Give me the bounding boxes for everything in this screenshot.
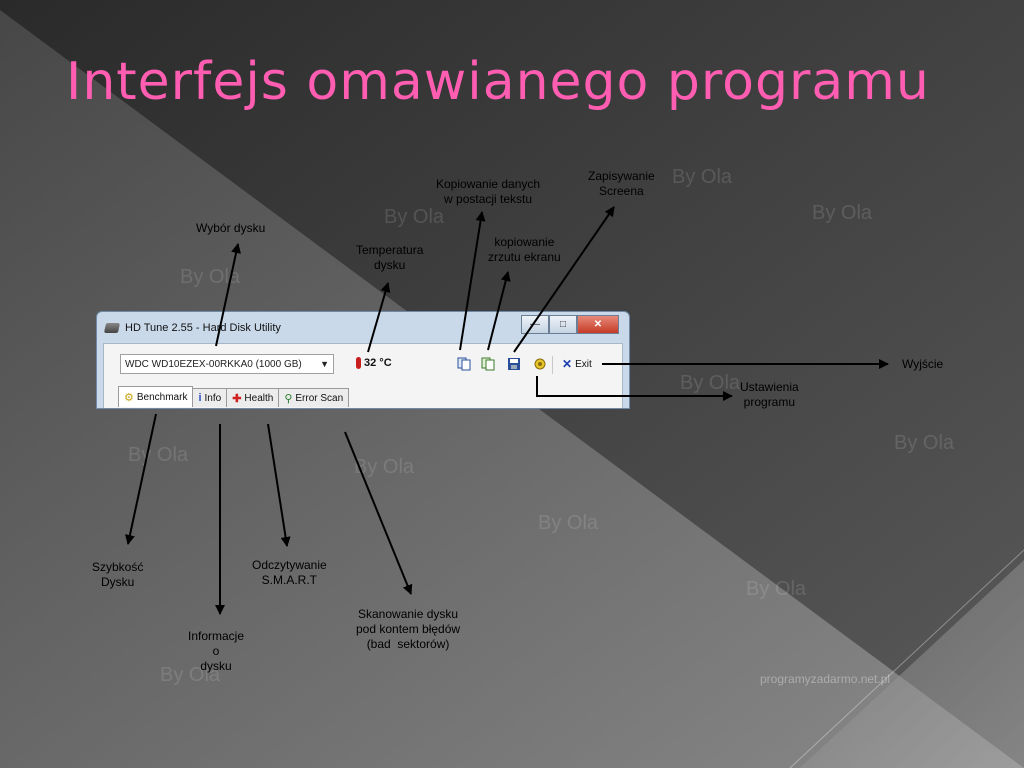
info-icon: i xyxy=(198,392,202,404)
annotation-temperature: Temperatura dysku xyxy=(356,243,424,272)
floppy-disk-icon xyxy=(508,358,520,370)
save-screenshot-button[interactable] xyxy=(506,356,522,372)
annotation-save-screen: Zapisywanie Screena xyxy=(588,169,655,198)
watermark: By Ola xyxy=(128,444,189,466)
drive-select-value: WDC WD10EZEX-00RKKA0 (1000 GB) xyxy=(125,358,302,370)
source-credit: programyzadarmo.net.pl xyxy=(760,672,891,686)
copy-text-icon xyxy=(457,357,471,371)
watermark: By Ola xyxy=(538,512,599,534)
tab-info[interactable]: i Info xyxy=(192,388,228,407)
hard-disk-icon xyxy=(103,323,121,333)
watermark: By Ola xyxy=(180,266,241,288)
maximize-button[interactable]: □ xyxy=(549,315,577,334)
annotation-copy-screen: kopiowanie zrzutu ekranu xyxy=(488,235,561,264)
annotation-exit: Wyjście xyxy=(902,357,944,371)
annotation-smart: Odczytywanie S.M.A.R.T xyxy=(252,558,327,587)
temperature-value: 32 °C xyxy=(364,357,392,369)
window-controls: — □ ✕ xyxy=(521,315,619,334)
watermark: By Ola xyxy=(746,578,807,600)
watermark: By Ola xyxy=(894,432,955,454)
temperature-readout: 32 °C xyxy=(356,357,392,369)
watermark: By Ola xyxy=(384,206,445,228)
exit-button[interactable]: ✕ Exit xyxy=(562,357,592,371)
tab-label: Error Scan xyxy=(295,392,344,404)
watermark: By Ola xyxy=(354,456,415,478)
annotation-drive-select: Wybór dysku xyxy=(196,221,266,235)
window-title: HD Tune 2.55 - Hard Disk Utility xyxy=(125,322,281,334)
copy-screenshot-icon xyxy=(481,357,495,371)
thermometer-icon xyxy=(356,357,361,369)
drive-select[interactable]: WDC WD10EZEX-00RKKA0 (1000 GB) ▼ xyxy=(120,354,334,374)
tab-bar: ⚙ Benchmark i Info ✚ Health ⚲ Error Scan xyxy=(118,386,350,407)
watermark: By Ola xyxy=(160,664,221,686)
watermark: By Ola xyxy=(672,166,733,188)
annotation-scan: Skanowanie dysku pod kontem błędów (bad … xyxy=(356,607,461,651)
exit-label: Exit xyxy=(575,358,592,370)
exit-icon: ✕ xyxy=(562,357,573,371)
tab-label: Benchmark xyxy=(136,391,188,403)
window-titlebar: HD Tune 2.55 - Hard Disk Utility xyxy=(103,318,281,338)
copy-text-button[interactable] xyxy=(456,356,472,372)
watermark: By Ola xyxy=(812,202,873,224)
annotation-info: Informacje o dysku xyxy=(188,629,245,673)
dropdown-arrow-icon: ▼ xyxy=(320,359,329,369)
cross-icon: ✚ xyxy=(232,392,242,405)
settings-button[interactable] xyxy=(532,356,548,372)
tab-benchmark[interactable]: ⚙ Benchmark xyxy=(118,386,194,407)
tab-error-scan[interactable]: ⚲ Error Scan xyxy=(278,388,350,407)
close-button[interactable]: ✕ xyxy=(577,315,619,334)
copy-screenshot-button[interactable] xyxy=(480,356,496,372)
settings-icon xyxy=(534,358,546,370)
hd-tune-window: HD Tune 2.55 - Hard Disk Utility — □ ✕ W… xyxy=(96,311,630,409)
tab-health[interactable]: ✚ Health xyxy=(226,388,280,407)
key-icon: ⚙ xyxy=(124,391,134,404)
magnifier-icon: ⚲ xyxy=(284,392,293,405)
annotation-copy-text: Kopiowanie danych w postacji tekstu xyxy=(436,177,541,206)
tab-label: Health xyxy=(244,392,274,404)
window-client-area: WDC WD10EZEX-00RKKA0 (1000 GB) ▼ 32 °C ✕… xyxy=(103,343,623,408)
toolbar-divider xyxy=(552,356,553,374)
minimize-button[interactable]: — xyxy=(521,315,549,334)
annotation-speed: Szybkość Dysku xyxy=(92,560,144,589)
annotation-settings: Ustawienia programu xyxy=(740,380,799,409)
slide-title: Interfejs omawianego programu xyxy=(66,52,930,112)
watermark: By Ola xyxy=(680,372,741,394)
tab-label: Info xyxy=(204,392,222,404)
